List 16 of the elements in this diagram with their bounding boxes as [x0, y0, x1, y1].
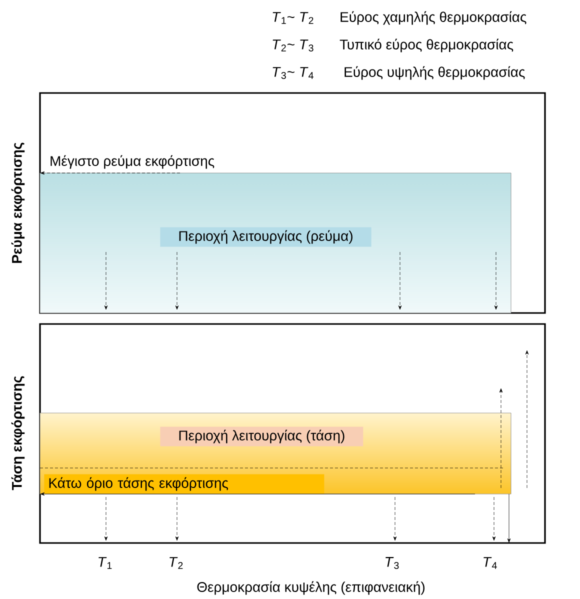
limit-label: Μέγιστο ρεύμα εκφόρτισης	[50, 155, 214, 169]
legend-text: Εύρος υψηλής θερμοκρασίας	[344, 66, 525, 80]
tick-label: T$_{4}$	[484, 557, 497, 569]
operating-region: Περιοχή λειτουργίας (ρεύμα)	[40, 172, 512, 314]
operating-region: Περιοχή λειτουργίας (τάση) Κάτω όριο τάσης εκφόρτισης	[40, 412, 512, 494]
axis-title: Θερμοκρασία κυψέλης (επιφανειακή)	[197, 581, 424, 595]
legend-text: Τυπικό εύρος θερμοκρασίας	[340, 38, 514, 52]
legend-text: Εύρος χαμηλής θερμοκρασίας	[340, 11, 526, 25]
tick-label: T$_{1}$	[98, 557, 112, 569]
tick-label: T$_{2}$	[170, 557, 183, 569]
axis-title: Τάση εκφόρτισης	[11, 376, 25, 490]
range-formula: T$_{1}$~ T$_{2}$	[272, 12, 314, 24]
range-formula: T$_{3}$~ T$_{4}$	[272, 67, 314, 79]
range-formula: T$_{2}$~ T$_{3}$	[272, 40, 314, 52]
tick-label: T$_{3}$	[386, 557, 399, 569]
axis-title: Ρεύμα εκφόρτισης	[11, 142, 25, 263]
